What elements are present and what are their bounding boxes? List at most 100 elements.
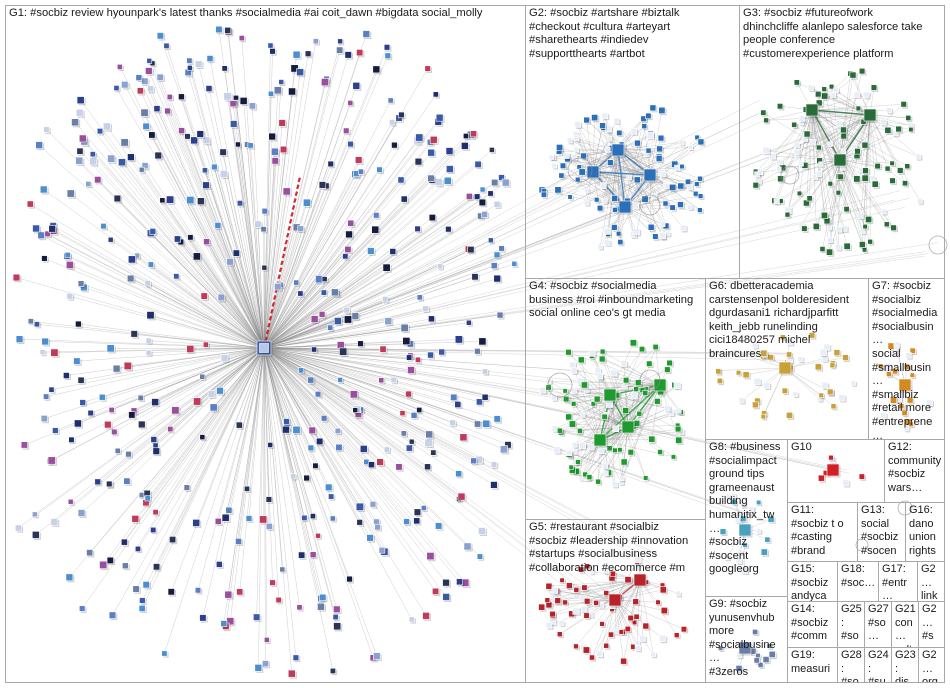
node-g1 bbox=[146, 311, 155, 320]
edge-g3 bbox=[816, 159, 841, 227]
edge-g1 bbox=[158, 155, 265, 349]
edge-g2 bbox=[617, 149, 697, 185]
edge-g1 bbox=[263, 347, 283, 570]
node-g1 bbox=[65, 573, 74, 582]
edge-g2 bbox=[624, 115, 649, 208]
node-g1 bbox=[247, 142, 254, 149]
edge-g1 bbox=[263, 52, 360, 349]
node-g1 bbox=[123, 477, 131, 485]
edge-g1 bbox=[263, 347, 483, 532]
node-g4 bbox=[572, 449, 578, 455]
cluster-g26-label: G2… org… bbox=[922, 649, 938, 683]
cluster-g17-label: G17: #entr… bbox=[882, 563, 908, 602]
node-g1 bbox=[214, 222, 222, 229]
node-g1 bbox=[192, 252, 201, 261]
node-g5 bbox=[589, 568, 595, 575]
edge-g1 bbox=[263, 347, 297, 430]
node-g4 bbox=[568, 464, 574, 470]
node-g1 bbox=[471, 273, 479, 281]
edge-g2 bbox=[624, 166, 683, 208]
node-g8 bbox=[730, 492, 737, 499]
node-g1 bbox=[288, 87, 296, 96]
cluster-g1: G1: #socbiz review hyounpark's latest th… bbox=[5, 5, 526, 683]
edge-g1 bbox=[257, 224, 265, 349]
node-g4 bbox=[611, 481, 618, 488]
edge-g2 bbox=[579, 149, 619, 168]
node-g3 bbox=[803, 199, 810, 207]
edge-g1 bbox=[263, 347, 486, 372]
edge-g1 bbox=[263, 322, 469, 349]
edge-g1 bbox=[263, 347, 439, 527]
node-g1 bbox=[349, 390, 358, 399]
edge-g1 bbox=[263, 266, 441, 349]
node-g1 bbox=[331, 288, 339, 297]
edge-g1 bbox=[263, 184, 323, 349]
node-g3 bbox=[776, 159, 783, 166]
node-g1 bbox=[152, 447, 160, 455]
edge-g4 bbox=[584, 426, 629, 475]
node-g5 bbox=[573, 643, 579, 650]
edge-g2 bbox=[592, 120, 617, 173]
node-g1 bbox=[318, 181, 327, 189]
edge-highlight bbox=[283, 246, 287, 252]
node-g1 bbox=[347, 140, 354, 148]
edge-g2 bbox=[599, 174, 651, 209]
node-g1 bbox=[66, 292, 74, 300]
node-g4 bbox=[598, 355, 606, 363]
edge-g1 bbox=[263, 314, 501, 349]
node-g1 bbox=[215, 561, 223, 568]
cluster-g7: G7: #socbiz #socialbiz #socialmedia #soc… bbox=[868, 278, 945, 440]
node-g5 bbox=[581, 584, 588, 591]
node-g1 bbox=[219, 148, 227, 156]
edge-g4 bbox=[621, 426, 629, 479]
node-g1 bbox=[269, 579, 276, 586]
edge-g4 bbox=[599, 386, 625, 441]
edge-g2 bbox=[649, 174, 701, 211]
edge-g2 bbox=[576, 138, 651, 176]
node-g1 bbox=[491, 178, 499, 187]
edge-g2 bbox=[617, 148, 660, 151]
node-g1 bbox=[442, 593, 450, 601]
node-g1 bbox=[316, 437, 324, 446]
node-g1 bbox=[398, 111, 405, 119]
node-g1 bbox=[314, 391, 322, 398]
cluster-g17: G17: #entr… bbox=[878, 561, 918, 602]
node-g2 bbox=[607, 159, 614, 166]
edge-g1 bbox=[263, 347, 367, 463]
node-g1 bbox=[282, 187, 291, 196]
node-g1 bbox=[207, 390, 216, 398]
edge-g5 bbox=[548, 599, 616, 606]
node-g1 bbox=[230, 120, 238, 128]
node-g1 bbox=[173, 273, 180, 280]
node-g1 bbox=[261, 264, 268, 271]
edge-g1 bbox=[263, 249, 349, 349]
node-g4 bbox=[596, 372, 604, 380]
node-g3 bbox=[900, 101, 907, 108]
node-g1 bbox=[147, 261, 154, 268]
node-g1 bbox=[206, 55, 214, 62]
edge-g1 bbox=[263, 150, 450, 349]
node-g4 bbox=[563, 395, 570, 403]
edge-g1 bbox=[263, 181, 439, 349]
edge-g1 bbox=[263, 159, 359, 349]
node-g1 bbox=[337, 377, 343, 383]
node-g9-hub bbox=[738, 641, 752, 655]
edge-g1 bbox=[263, 347, 495, 465]
node-g1 bbox=[199, 614, 207, 622]
node-g1 bbox=[141, 77, 149, 85]
node-g1 bbox=[35, 141, 43, 149]
edge-g1 bbox=[263, 347, 407, 522]
edge-g1 bbox=[137, 347, 265, 550]
edge-g1 bbox=[263, 347, 319, 536]
edge-g1 bbox=[223, 347, 265, 624]
node-g2 bbox=[594, 197, 600, 203]
node-g5 bbox=[660, 607, 668, 615]
node-g3 bbox=[837, 173, 844, 180]
node-g1 bbox=[137, 394, 144, 401]
node-g1 bbox=[292, 425, 301, 434]
node-g2 bbox=[645, 112, 652, 120]
cluster-g21: G21 con… cult… com… bbox=[891, 601, 919, 648]
edge-g1 bbox=[150, 88, 265, 349]
edge-g4 bbox=[599, 388, 637, 441]
node-g1 bbox=[239, 97, 248, 105]
